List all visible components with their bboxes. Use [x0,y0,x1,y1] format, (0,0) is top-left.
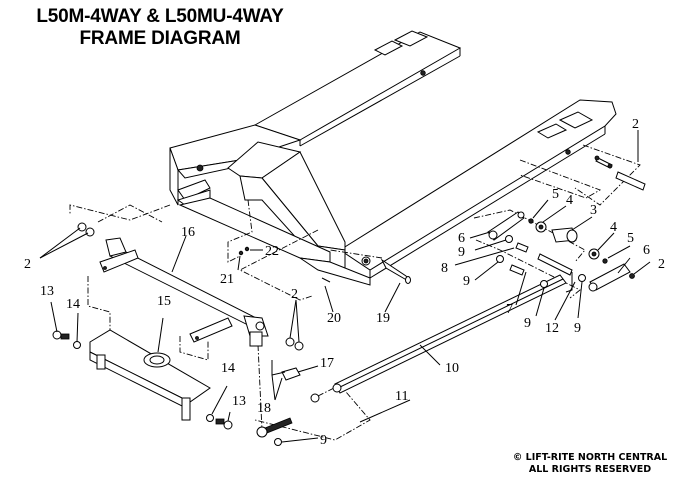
callout-18: 18 [257,401,271,416]
callout-14-left: 14 [66,297,80,312]
callout-22: 22 [265,244,279,259]
callout-5-left: 5 [552,187,559,202]
spring-18 [271,360,286,376]
callout-5-right: 5 [627,231,634,246]
callout-3: 3 [590,203,597,218]
fork-frame [169,30,617,286]
callout-4-left: 4 [566,193,573,208]
callout-9-b: 9 [463,274,470,289]
callout-15: 15 [157,294,171,309]
copyright-line-2: ALL RIGHTS RESERVED [528,464,652,475]
callout-8: 8 [441,261,448,276]
group-11-box [254,384,371,441]
callout-12: 12 [545,321,559,336]
bracket-12 [565,272,573,293]
pin-9-b [496,255,504,263]
callout-9-c: 9 [524,316,531,331]
part-15-yoke-plate [89,329,211,421]
callout-11: 11 [395,389,408,404]
adjust-bolt-11 [264,417,293,434]
bolt-13-right [223,420,233,430]
callout-19: 19 [376,311,390,326]
bushing-8 [515,242,529,253]
callout-2-left: 2 [24,257,31,272]
title-line-1: L50M-4WAY & L50MU-4WAY [36,6,284,27]
pin-9-a [505,235,513,243]
copyright-notice: © LIFT-RITE NORTH CENTRAL ALL RIGHTS RES… [505,452,675,476]
ball-22 [244,246,250,252]
callout-4-right: 4 [610,220,617,235]
bushing-2-left-a [77,222,87,232]
callout-9-a: 9 [458,245,465,260]
washer-5-left [528,218,534,224]
assembly-lines [69,144,641,441]
callout-labels: 2 16 22 21 13 14 15 2 20 19 17 18 14 13 … [24,117,665,448]
washer-14-left [73,341,81,349]
near-fork-window-1 [558,111,594,129]
callout-13-left: 13 [40,284,54,299]
washer-5-right [602,258,608,264]
bushing-2-left-b [85,227,95,237]
callout-9-d: 9 [574,321,581,336]
callout-9-bottom: 9 [320,433,327,448]
washer-14-right [206,414,214,422]
title-line-2: FRAME DIAGRAM [79,28,241,49]
callout-14-right: 14 [221,361,235,376]
callout-10: 10 [445,361,459,376]
callout-2-right: 2 [658,257,665,272]
bushing-7 [509,264,525,276]
callout-7: 7 [506,302,513,317]
part-16-linkage [99,237,269,347]
group-2-box-topright [574,144,641,206]
bushing-2-right [629,273,635,279]
pin-9-d [578,274,586,282]
far-fork-window-1 [393,30,429,47]
pin-9-c [540,280,548,288]
near-fork-bolt [565,149,571,155]
far-fork-top [253,31,462,141]
yoke-left-face [169,147,179,206]
yoke-pivot-left [196,164,204,172]
callout-21: 21 [220,272,234,287]
bushing-2-mid-b [294,341,304,351]
linkage-left-arm [99,249,139,273]
callout-20: 20 [327,311,341,326]
near-fork-window-2 [536,123,568,139]
bolt-13-left [52,330,62,340]
callout-13-right: 13 [232,394,246,409]
callout-2-topright: 2 [632,117,639,132]
copyright-line-1: © LIFT-RITE NORTH CENTRAL [512,452,668,463]
far-fork-window-2 [373,40,404,56]
far-fork-bolt [420,70,426,76]
callout-17: 17 [320,356,334,371]
callout-16: 16 [181,225,195,240]
pin-9-bottom [274,438,282,446]
axle-2-topright [615,171,646,191]
linkage-right-arm [189,317,233,343]
nut-11 [310,393,320,403]
pin-21 [238,250,244,256]
callout-6-left: 6 [458,231,465,246]
callout-2-mid: 2 [291,287,298,302]
diagram-title: L50M-4WAY & L50MU-4WAY FRAME DIAGRAM [10,6,310,50]
callout-6-right: 6 [643,243,650,258]
pin-17 [281,367,301,381]
fasteners [52,155,646,446]
pin-20 [321,277,331,283]
axle-12-shaft [537,253,573,276]
bushing-2-mid-a [285,337,295,347]
leader-lines [39,130,651,443]
